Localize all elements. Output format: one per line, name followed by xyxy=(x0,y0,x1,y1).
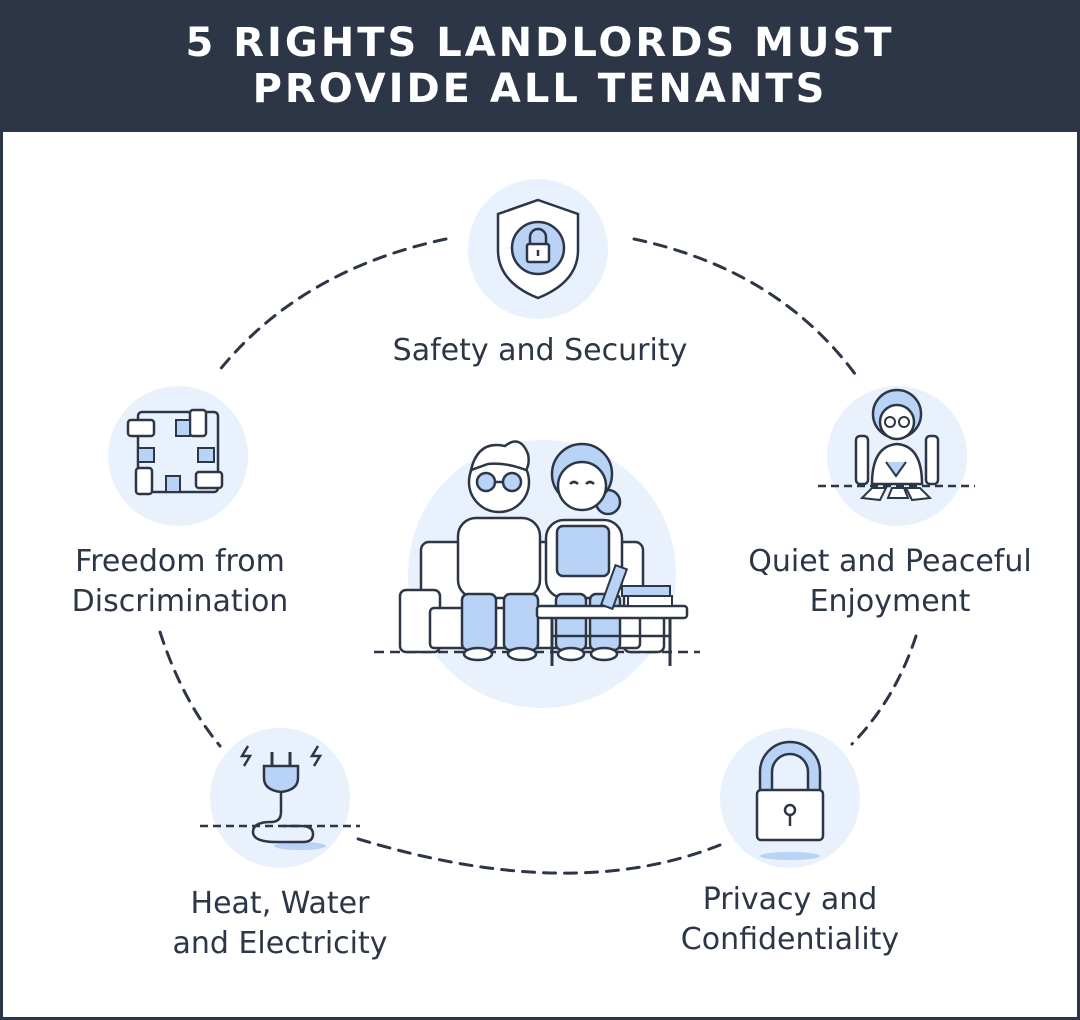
label-line: Privacy and xyxy=(702,882,878,917)
label-line: Heat, Water xyxy=(190,886,370,921)
label-safety-and-security: Safety and Security xyxy=(340,331,740,371)
label-freedom-from-discrimination: Freedom from Discrimination xyxy=(20,542,340,622)
title-line-2: PROVIDE ALL TENANTS xyxy=(252,66,828,112)
couple-on-couch-icon xyxy=(374,440,700,708)
label-quiet-and-peaceful-enjoyment: Quiet and Peaceful Enjoyment xyxy=(720,542,1060,622)
padlock-icon xyxy=(720,728,860,868)
label-line: Quiet and Peaceful xyxy=(748,544,1032,579)
label-line: Freedom from xyxy=(75,544,285,579)
label-line: Discrimination xyxy=(71,584,289,619)
joined-hands-icon xyxy=(108,386,248,526)
label-line: and Electricity xyxy=(172,926,388,961)
label-heat-water-electricity: Heat, Water and Electricity xyxy=(120,884,440,964)
title-line-1: 5 RIGHTS LANDLORDS MUST xyxy=(185,20,895,66)
title-banner: 5 RIGHTS LANDLORDS MUST PROVIDE ALL TENA… xyxy=(0,0,1080,132)
meditating-person-icon xyxy=(818,386,975,526)
plug-icon xyxy=(200,728,360,868)
label-line: Safety and Security xyxy=(392,333,688,368)
dashed-ring xyxy=(158,237,918,875)
label-line: Confidentiality xyxy=(680,922,900,957)
label-line: Enjoyment xyxy=(809,584,971,619)
label-privacy-and-confidentiality: Privacy and Confidentiality xyxy=(630,880,950,960)
shield-lock-icon xyxy=(468,179,608,319)
